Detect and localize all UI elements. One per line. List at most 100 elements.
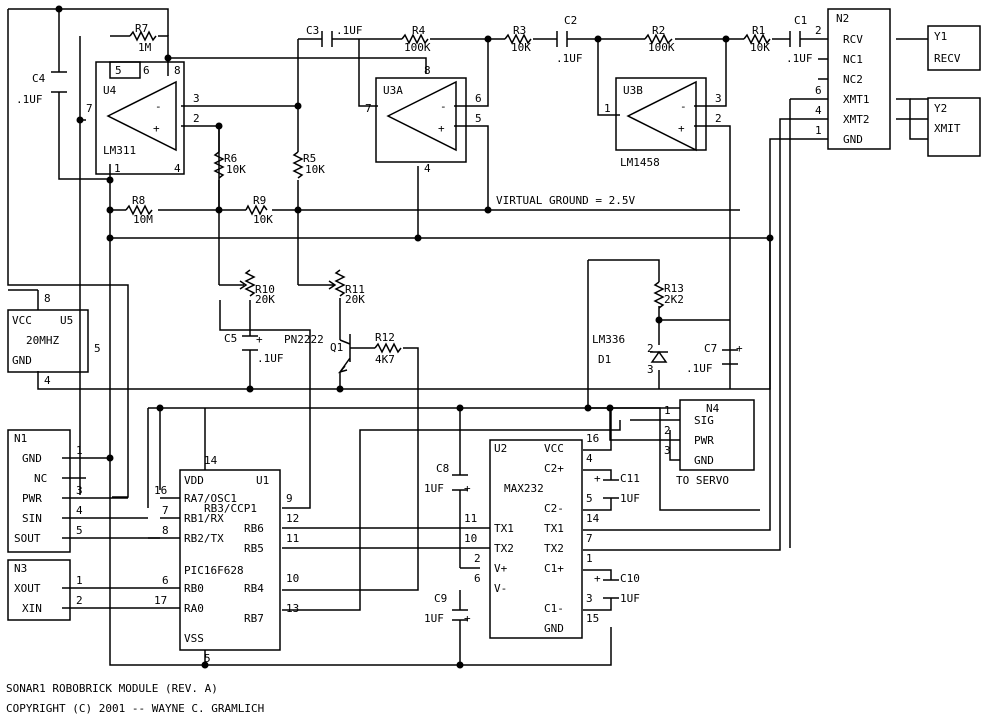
u5-pin: 5 (94, 342, 101, 355)
u4-pin: 8 (174, 64, 181, 77)
n4-pin-label: GND (694, 454, 714, 467)
c4-value: .1UF (16, 93, 43, 106)
n2-connector: N2 RCV NC1 NC2 XMT1 XMT2 GND 2 6 4 1 (815, 8, 891, 150)
r3-value: 10K (511, 41, 531, 54)
u1-right-num: 13 (286, 602, 299, 615)
r2-ref: R2 (652, 24, 665, 37)
u1-right-num: 11 (286, 532, 299, 545)
n2-pin-num: 4 (815, 104, 822, 117)
u3b-opamp: - + U3B LM1458 1 3 2 (604, 77, 722, 169)
c1-value: .1UF (786, 52, 813, 65)
c5-ref: C5 (224, 332, 237, 345)
n3-pin-label: XOUT (14, 582, 41, 595)
u5-pin: 4 (44, 374, 51, 387)
r1-ref: R1 (752, 24, 765, 37)
u3a-pin: 7 (365, 102, 372, 115)
c7-plus: + (736, 342, 743, 355)
d1-ref: D1 (598, 353, 611, 366)
u1-right-label: RB6 (244, 522, 264, 535)
u3b-part: LM1458 (620, 156, 660, 169)
d1-zener: LM336 D1 2 3 (592, 333, 668, 376)
c7-value: .1UF (686, 362, 713, 375)
u2-left-label: TX1 (494, 522, 514, 535)
r12-value: 4K7 (375, 353, 395, 366)
u1-vss: VSS (184, 632, 204, 645)
u2-right-label: GND (544, 622, 564, 635)
u3a-pin: 4 (424, 162, 431, 175)
q1-transistor: PN2222 Q1 (284, 333, 351, 374)
d1-pin-b: 3 (647, 363, 654, 376)
u2-right-num: 15 (586, 612, 599, 625)
u1-left-label: RB1/RX (184, 512, 224, 525)
u4-pin: 4 (174, 162, 181, 175)
u1-left-label: RA0 (184, 602, 204, 615)
u1-left-label: RB0 (184, 582, 204, 595)
r11-value: 20K (345, 293, 365, 306)
n3-pin-num: 2 (76, 594, 83, 607)
u2-right-num: 7 (586, 532, 593, 545)
u2-left-num: 2 (474, 552, 481, 565)
y1-receiver: Y1 RECV (927, 25, 981, 71)
r13-value: 2K2 (664, 293, 684, 306)
u2-left-num: 10 (464, 532, 477, 545)
svg-text:-: - (680, 100, 687, 113)
u3b-pin: 2 (715, 112, 722, 125)
u4-pin: 1 (114, 162, 121, 175)
u3b-pin: 1 (604, 102, 611, 115)
u2-right-num: 1 (586, 552, 593, 565)
svg-text:-: - (440, 100, 447, 113)
r6-ref: R6 (224, 152, 237, 165)
n2-pin-label: RCV (843, 33, 863, 46)
c2-value: .1UF (556, 52, 583, 65)
u3b-plus: + (678, 122, 685, 135)
u2-part: MAX232 (504, 482, 544, 495)
n4-pin-label: SIG (694, 414, 714, 427)
u5-name: U5 (60, 314, 73, 327)
n2-pin-num: 1 (815, 124, 822, 137)
u2-right-num: 14 (586, 512, 600, 525)
n2-name: N2 (836, 12, 849, 25)
n1-pin-num: 4 (76, 504, 83, 517)
u1-name: U1 (256, 474, 269, 487)
r10-ref: R10 (255, 283, 275, 296)
n1-pin-label: PWR (22, 492, 42, 505)
n1-pin-num: 5 (76, 524, 83, 537)
u4-pin: 5 (115, 64, 122, 77)
r5-ref: R5 (303, 152, 316, 165)
n4-name: N4 (706, 402, 720, 415)
u1-right-label: RB3/CCP1 (204, 502, 257, 515)
u2-right-num: 16 (586, 432, 599, 445)
u2-name: U2 (494, 442, 507, 455)
n1-pin-num: 3 (76, 484, 83, 497)
n4-connector: N4 SIG PWR GND 1 2 3 TO SERVO (664, 399, 755, 487)
r12-ref: R12 (375, 331, 395, 344)
c10-ref: C10 (620, 572, 640, 585)
r2-value: 100K (648, 41, 675, 54)
u3a-pin: 8 (424, 64, 431, 77)
u1-left-num: 17 (154, 594, 167, 607)
n3-pin-label: XIN (22, 602, 42, 615)
u2-right-num: 3 (586, 592, 593, 605)
virtual-ground-label: VIRTUAL GROUND = 2.5V (496, 194, 635, 207)
c8-plus: + (464, 482, 471, 495)
u1-left-label: RB2/TX (184, 532, 224, 545)
u2-right-label: C1- (544, 602, 564, 615)
u1-right-label: RB4 (244, 582, 264, 595)
u2-max232: U2 MAX232 TX1 TX2 V+ V- 11 10 2 6 VCC C2… (464, 432, 600, 639)
u4-plus: + (153, 122, 160, 135)
u2-right-label: VCC (544, 442, 564, 455)
u1-left-label: RA7/OSC1 (184, 492, 237, 505)
u2-right-num: 4 (586, 452, 593, 465)
y1-label: RECV (934, 52, 961, 65)
u1-right-num: 12 (286, 512, 299, 525)
r5-value: 10K (305, 163, 325, 176)
r8-ref: R8 (132, 194, 145, 207)
u1-right-num: 10 (286, 572, 299, 585)
u1-right-label: RB5 (244, 542, 264, 555)
n4-pin-label: PWR (694, 434, 714, 447)
c8-value: 1UF (424, 482, 444, 495)
n1-pin-label: SIN (22, 512, 42, 525)
u2-left-label: V+ (494, 562, 508, 575)
c8-ref: C8 (436, 462, 449, 475)
u1-left-num: 7 (162, 504, 169, 517)
